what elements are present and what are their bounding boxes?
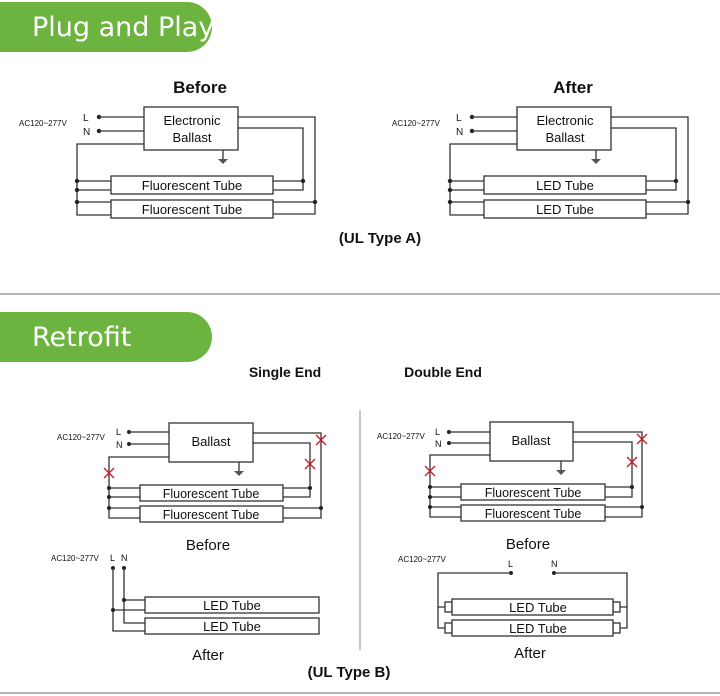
neutral-label: N (551, 559, 558, 569)
ground-icon (555, 460, 567, 476)
single-end-after-diagram: AC120~277V L N LED Tube LED Tube After (51, 553, 320, 664)
ul-type-b-caption: (UL Type B) (308, 664, 391, 681)
pnp-after-diagram: After AC120~277V L N Electronic Ballast … (392, 78, 691, 219)
neutral-label: N (121, 553, 128, 563)
neutral-label: N (456, 127, 463, 138)
ballast-label: Ballast (191, 434, 230, 449)
cut-mark-icon (424, 465, 436, 477)
tube (139, 484, 284, 502)
cut-mark-icon (626, 456, 638, 468)
tube-label: LED Tube (509, 600, 567, 615)
tube-label: Fluorescent Tube (163, 487, 260, 501)
retrofit-banner: Retrofit (0, 312, 212, 362)
cut-mark-icon (304, 458, 316, 470)
ballast-label: Electronic (163, 113, 221, 128)
line-label: L (116, 427, 121, 437)
ballast-label: Ballast (172, 130, 211, 145)
ballast-label: Electronic (536, 113, 594, 128)
tube (460, 483, 606, 501)
electronic-ballast (143, 106, 239, 151)
cut-mark-icon (103, 467, 115, 479)
line-label: L (83, 113, 89, 124)
end-cap (444, 601, 453, 613)
tube (139, 505, 284, 523)
tube (483, 199, 647, 219)
ballast (168, 422, 254, 463)
single-end-title: Single End (249, 364, 321, 380)
neutral-label: N (83, 127, 90, 138)
tube-label: LED Tube (203, 598, 261, 613)
after-label: After (514, 645, 546, 662)
voltage-label: AC120~277V (398, 555, 446, 564)
ground-icon (217, 149, 229, 165)
tube (110, 199, 274, 219)
voltage-label: AC120~277V (51, 554, 99, 563)
ballast-label: Ballast (511, 433, 550, 448)
tube-label: LED Tube (203, 619, 261, 634)
line-label: L (508, 559, 513, 569)
tube-label: LED Tube (536, 178, 594, 193)
line-label: L (110, 553, 115, 563)
led-tube (144, 617, 320, 635)
voltage-label: AC120~277V (19, 119, 67, 128)
neutral-label: N (116, 440, 123, 450)
end-cap (444, 622, 453, 634)
tube-label: LED Tube (509, 621, 567, 636)
single-end-before-diagram: AC120~277V L N Ballast Fluorescent Tube … (57, 422, 327, 554)
diagram-title: After (553, 78, 593, 97)
end-cap (612, 622, 621, 634)
ballast (489, 421, 574, 462)
double-end-after-diagram: AC120~277V L N LED Tube LED Tube After (398, 555, 628, 662)
double-end-before-diagram: AC120~277V L N Ballast Fluorescent Tube … (377, 421, 648, 553)
ballast-label: Ballast (545, 130, 584, 145)
diagram-title: Before (173, 78, 227, 97)
tube (110, 175, 274, 195)
after-label: After (192, 647, 224, 664)
cut-mark-icon (636, 433, 648, 445)
voltage-label: AC120~277V (377, 432, 425, 441)
tube (460, 504, 606, 522)
led-tube (144, 596, 320, 614)
tube-label: Fluorescent Tube (142, 178, 242, 193)
voltage-label: AC120~277V (57, 433, 105, 442)
voltage-label: AC120~277V (392, 119, 440, 128)
tube-label: Fluorescent Tube (485, 486, 582, 500)
banner-title: Plug and Play (32, 12, 214, 43)
before-label: Before (186, 537, 230, 554)
line-label: L (456, 113, 462, 124)
line-label: L (435, 427, 440, 437)
end-cap (612, 601, 621, 613)
double-end-title: Double End (404, 364, 482, 380)
plug-and-play-banner: Plug and Play (0, 2, 214, 52)
electronic-ballast (516, 106, 612, 151)
tube-label: LED Tube (536, 202, 594, 217)
ground-icon (233, 461, 245, 477)
led-tube (451, 619, 614, 637)
led-tube (451, 598, 614, 616)
ul-type-a-caption: (UL Type A) (339, 230, 421, 247)
pnp-before-diagram: Before AC120~277V L N Electronic Ballast… (19, 78, 318, 219)
banner-title: Retrofit (32, 322, 131, 353)
tube-label: Fluorescent Tube (142, 202, 242, 217)
tube-label: Fluorescent Tube (163, 508, 260, 522)
tube-label: Fluorescent Tube (485, 507, 582, 521)
neutral-label: N (435, 439, 442, 449)
before-label: Before (506, 536, 550, 553)
tube (483, 175, 647, 195)
cut-mark-icon (315, 434, 327, 446)
ground-icon (590, 149, 602, 165)
